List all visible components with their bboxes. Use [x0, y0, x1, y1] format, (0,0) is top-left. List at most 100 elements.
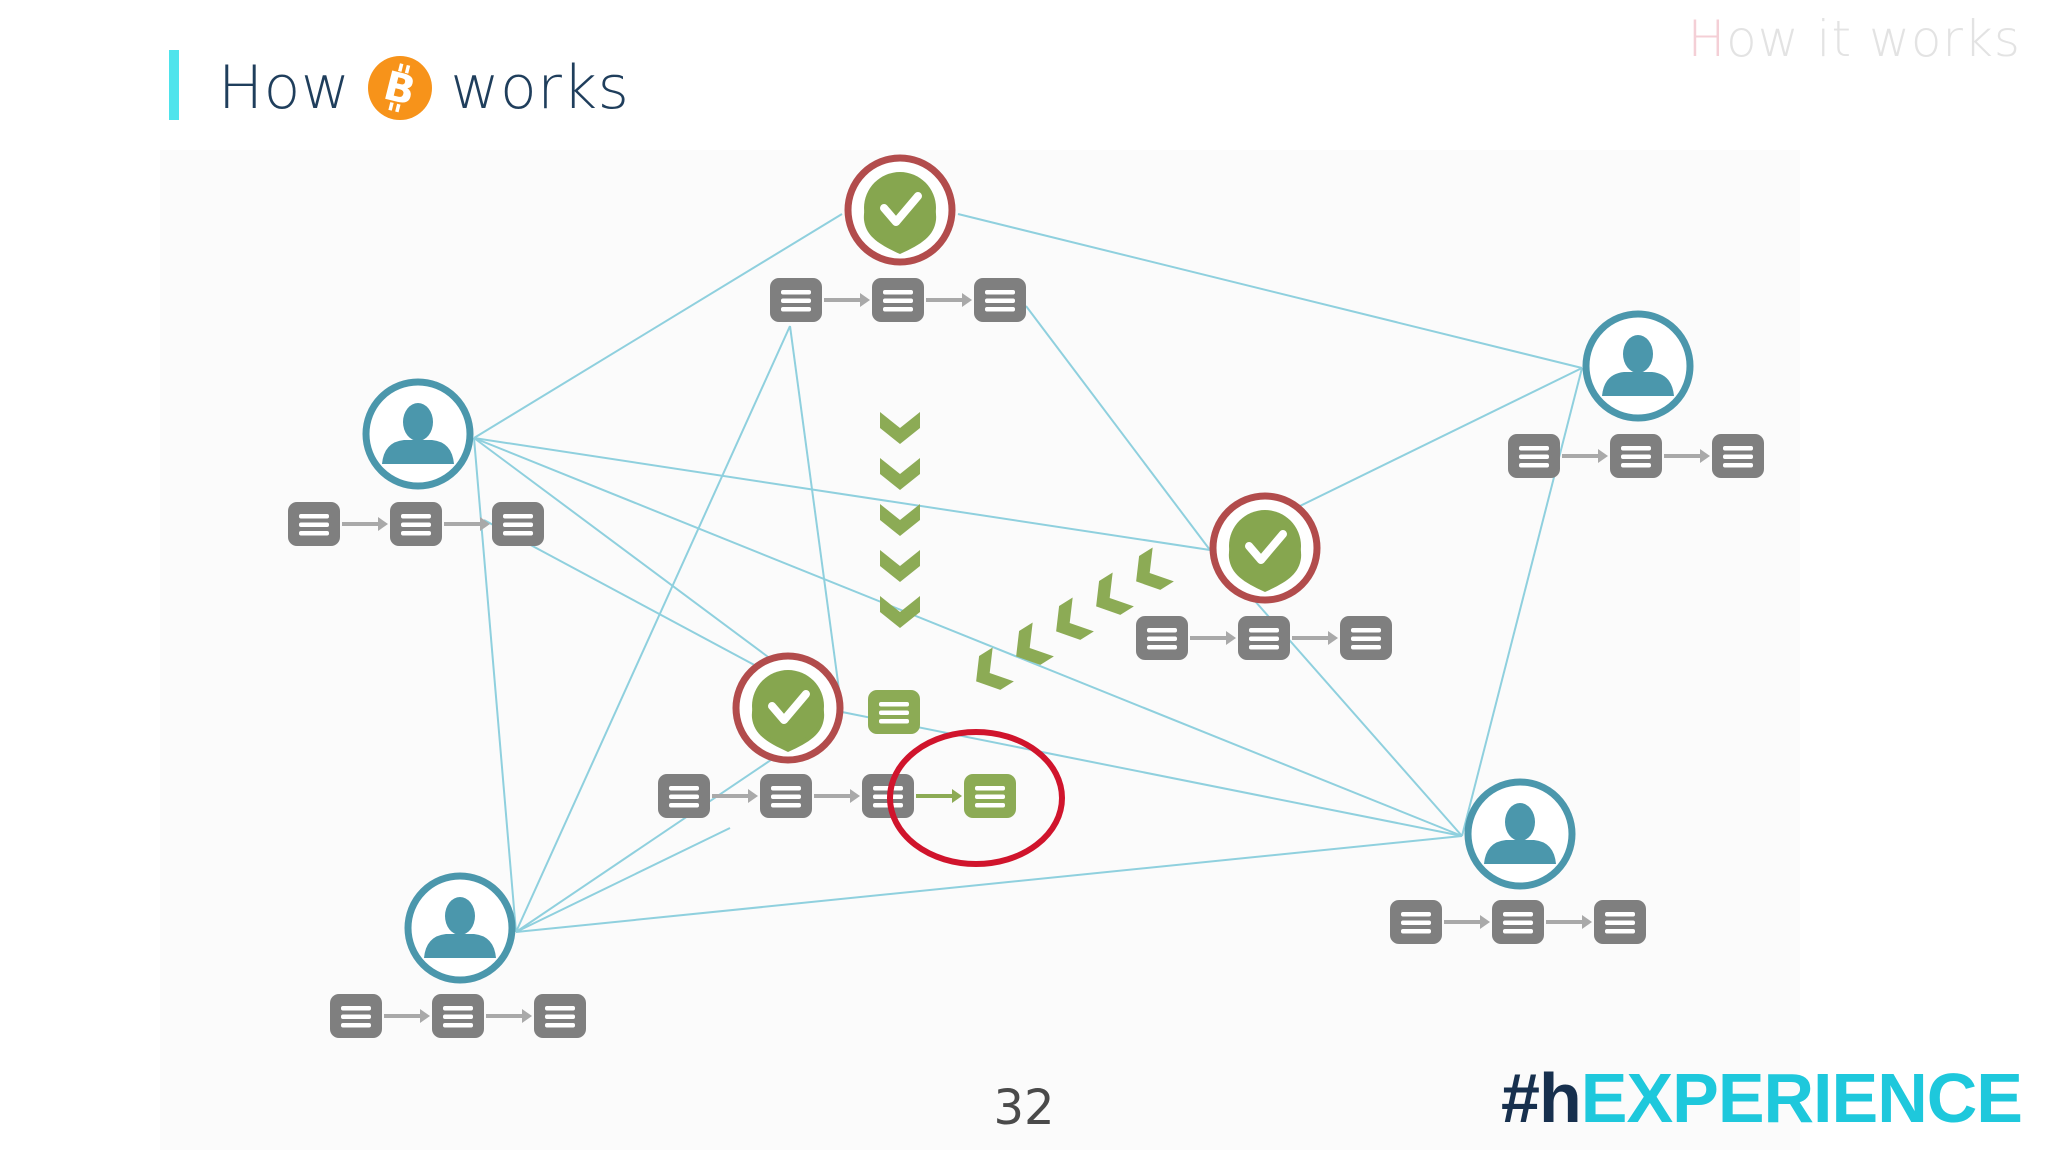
- network-link: [515, 835, 1463, 933]
- chain-arrow: [1664, 449, 1710, 463]
- miner-node: [844, 154, 956, 266]
- network-link: [1461, 367, 1583, 837]
- miner-node: [732, 652, 844, 764]
- block-icon: [770, 278, 822, 322]
- block-icon: [1610, 434, 1662, 478]
- block-icon: [1238, 616, 1290, 660]
- block-icon: [1340, 616, 1392, 660]
- miner-node: [1209, 492, 1321, 604]
- node-miner-right: [1136, 492, 1392, 660]
- checkmark-icon: [1245, 530, 1287, 564]
- block-icon: [432, 994, 484, 1038]
- block-icon: [964, 774, 1016, 818]
- blockchain: [770, 278, 1026, 322]
- propagation-arrows: [880, 412, 920, 628]
- blockchain: [1136, 616, 1392, 660]
- chain-arrow: [1292, 631, 1338, 645]
- brand-name: EXPERIENCE: [1580, 1059, 2023, 1137]
- block-icon: [658, 774, 710, 818]
- chain-arrow: [1190, 631, 1236, 645]
- node-miner-top: [770, 154, 1026, 322]
- section-title: How it works: [1688, 10, 2021, 68]
- person-icon: [424, 897, 496, 958]
- user-node: [362, 378, 474, 490]
- network-link: [1025, 305, 1211, 551]
- chevron-icon: [976, 647, 1014, 690]
- blockchain: [288, 502, 544, 546]
- new-block-highlight: [887, 729, 1065, 867]
- person-icon: [1484, 803, 1556, 864]
- block-icon: [330, 994, 382, 1038]
- blockchain: [1508, 434, 1764, 478]
- bitcoin-icon: B: [368, 56, 433, 120]
- block-icon: [1390, 900, 1442, 944]
- chain-arrow: [712, 789, 758, 803]
- block-icon: [1136, 616, 1188, 660]
- network-links: [473, 213, 1583, 933]
- node-user-bottom-left: [330, 872, 586, 1038]
- block-icon: [1508, 434, 1560, 478]
- network-link: [841, 711, 1463, 837]
- chevron-icon: [1136, 547, 1174, 590]
- chain-arrow: [926, 293, 972, 307]
- chain-arrow: [1562, 449, 1608, 463]
- block-icon: [288, 502, 340, 546]
- blockchain: [1390, 900, 1646, 944]
- chain-arrow: [444, 517, 490, 531]
- chain-arrow: [916, 789, 962, 803]
- user-node: [1464, 778, 1576, 890]
- block-icon: [974, 278, 1026, 322]
- section-title-rest: ow it works: [1726, 10, 2021, 68]
- node-user-right-bottom: [1390, 778, 1646, 944]
- chevron-icon: [1016, 622, 1054, 665]
- network-link: [473, 437, 1211, 551]
- checkmark-icon: [880, 192, 922, 226]
- node-user-left: [288, 378, 544, 546]
- propagation-arrows: [976, 547, 1174, 690]
- person-icon: [1602, 335, 1674, 396]
- block-icon: [534, 994, 586, 1038]
- block-icon: [872, 278, 924, 322]
- block-icon: [868, 690, 920, 734]
- blockchain: [658, 774, 1016, 818]
- chevron-icon: [880, 596, 920, 628]
- network-link: [473, 213, 843, 439]
- chevron-icon: [880, 458, 920, 490]
- chevron-icon: [1096, 572, 1134, 615]
- network-link: [957, 213, 1583, 369]
- block-icon: [1492, 900, 1544, 944]
- chain-arrow: [342, 517, 388, 531]
- network-link: [515, 827, 731, 933]
- block-icon: [492, 502, 544, 546]
- user-node: [404, 872, 516, 984]
- chevron-icon: [880, 550, 920, 582]
- block-icon: [390, 502, 442, 546]
- chevron-icon: [1056, 597, 1094, 640]
- network-link: [515, 325, 791, 933]
- network-link: [473, 437, 1463, 837]
- chevron-icon: [880, 504, 920, 536]
- chain-arrow: [384, 1009, 430, 1023]
- chain-arrow: [486, 1009, 532, 1023]
- block-icon: [1712, 434, 1764, 478]
- page-title: How B works: [218, 48, 629, 128]
- page-number: 32: [993, 1080, 1055, 1136]
- section-title-first-letter: H: [1687, 10, 1727, 68]
- chain-arrow: [814, 789, 860, 803]
- checkmark-icon: [768, 690, 810, 724]
- chain-arrow: [824, 293, 870, 307]
- brand-hash: #h: [1501, 1059, 1582, 1137]
- block-icon: [760, 774, 812, 818]
- chain-arrow: [1444, 915, 1490, 929]
- title-prefix: How: [218, 53, 351, 123]
- node-user-right-top: [1508, 310, 1764, 478]
- person-icon: [382, 403, 454, 464]
- title-suffix: works: [450, 53, 630, 123]
- brand-logo: #hEXPERIENCE: [1501, 1058, 2023, 1138]
- title-accent-bar: [169, 50, 179, 120]
- node-miner-center: [658, 652, 1016, 818]
- user-node: [1582, 310, 1694, 422]
- block-icon: [1594, 900, 1646, 944]
- chain-arrow: [1546, 915, 1592, 929]
